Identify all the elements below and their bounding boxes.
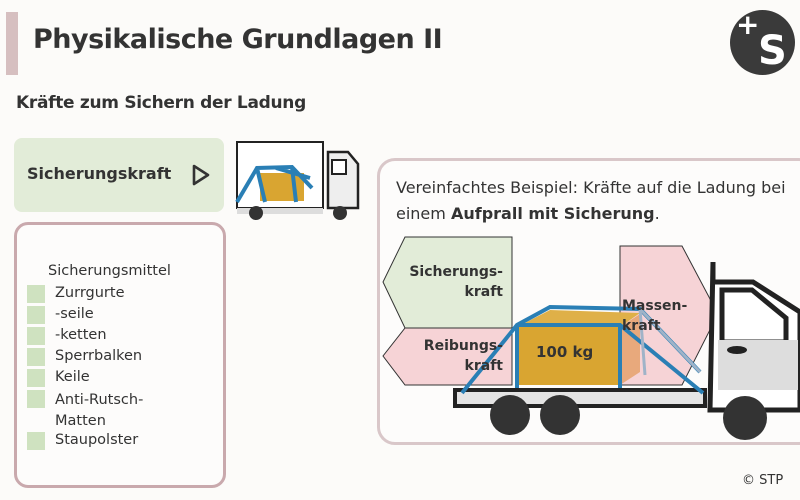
play-icon <box>192 164 210 186</box>
securing-means-panel: Sicherungsmittel Zurrgurte -seile -kette… <box>14 222 226 488</box>
example-text-bold: Aufprall mit Sicherung <box>450 204 655 223</box>
list-item: Anti-Rutsch-Matten <box>27 390 157 432</box>
bullet-square <box>27 390 45 408</box>
bullet-square <box>27 432 45 450</box>
section-subtitle: Kräfte zum Sichern der Ladung <box>16 93 306 113</box>
example-text: Vereinfachtes Beispiel: Kräfte auf die L… <box>396 178 786 223</box>
bullet-square <box>27 348 45 366</box>
brand-logo: +S <box>730 8 795 75</box>
friction-force-label: Reibungs-kraft <box>423 338 503 374</box>
list-item-label: -ketten <box>55 327 107 343</box>
list-heading: Sicherungsmittel <box>48 263 171 279</box>
list-item-label: Zurrgurte <box>55 285 125 301</box>
list-item: Sperrbalken <box>27 348 142 366</box>
list-item: Keile <box>27 369 90 387</box>
example-text-end: . <box>654 204 660 223</box>
bullet-square <box>27 327 45 345</box>
bullet-square <box>27 306 45 324</box>
list-item-label: Sperrbalken <box>55 348 143 364</box>
securing-force-label: Sicherungs-kraft <box>409 264 503 300</box>
page-title: Physikalische Grundlagen II <box>33 24 443 55</box>
example-description: Vereinfachtes Beispiel: Kräfte auf die L… <box>396 175 786 227</box>
list-item-label: Staupolster <box>55 432 139 448</box>
bullet-square <box>27 285 45 303</box>
bullet-square <box>27 369 45 387</box>
play-button-label: Sicherungskraft <box>27 164 172 183</box>
list-item-label: -seile <box>55 306 94 322</box>
truck-thumbnail <box>235 141 360 220</box>
list-item: -ketten <box>27 327 107 345</box>
copyright: © STP <box>742 473 784 488</box>
list-item: -seile <box>27 306 94 324</box>
title-accent-bar <box>6 12 18 75</box>
sicherungskraft-play-button[interactable]: Sicherungskraft <box>14 138 224 212</box>
list-item: Staupolster <box>27 432 138 450</box>
cargo-weight-label: 100 kg <box>536 343 594 361</box>
list-item-label: Keile <box>55 369 90 385</box>
list-item-label: Anti-Rutsch-Matten <box>55 392 144 429</box>
list-item: Zurrgurte <box>27 285 125 303</box>
mass-force-label: Massen-kraft <box>622 298 688 334</box>
